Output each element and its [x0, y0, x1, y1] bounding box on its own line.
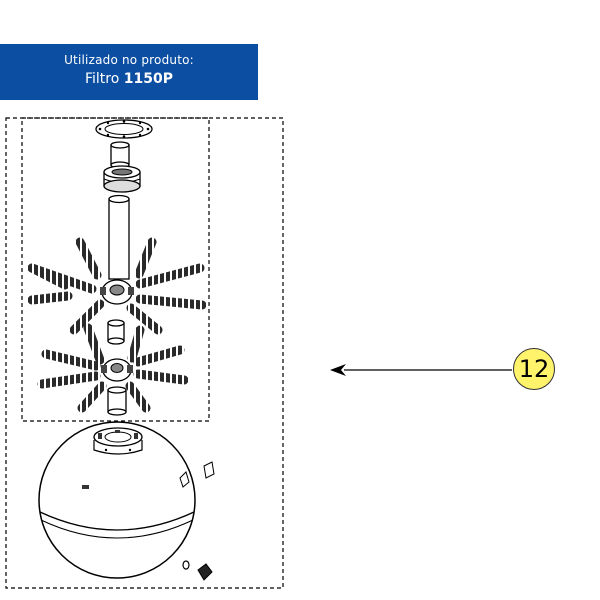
inner-dashed-frame	[21, 117, 210, 422]
banner-product: Filtro 1150P	[0, 70, 258, 88]
banner-caption: Utilizado no produto:	[64, 53, 194, 67]
central-pipe	[108, 194, 130, 280]
drain-parts	[182, 560, 213, 581]
top-gasket	[95, 119, 153, 139]
lower-hub	[101, 358, 133, 382]
filter-tank	[38, 421, 196, 579]
part-number-badge: 12	[513, 348, 555, 390]
upper-laterals	[27, 237, 207, 335]
outer-dashed-frame	[5, 117, 284, 589]
product-banner: Utilizado no produto: Filtro 1150P	[0, 44, 258, 100]
top-collar	[103, 165, 141, 193]
arrow-head-icon	[330, 364, 346, 376]
top-sleeve	[110, 141, 130, 169]
side-port	[203, 461, 215, 479]
product-prefix: Filtro	[84, 71, 124, 87]
lower-laterals	[37, 323, 189, 413]
bottom-sleeve	[107, 386, 127, 416]
upper-hub	[100, 279, 134, 305]
middle-sleeve	[107, 319, 125, 345]
product-model: 1150P	[123, 71, 173, 87]
